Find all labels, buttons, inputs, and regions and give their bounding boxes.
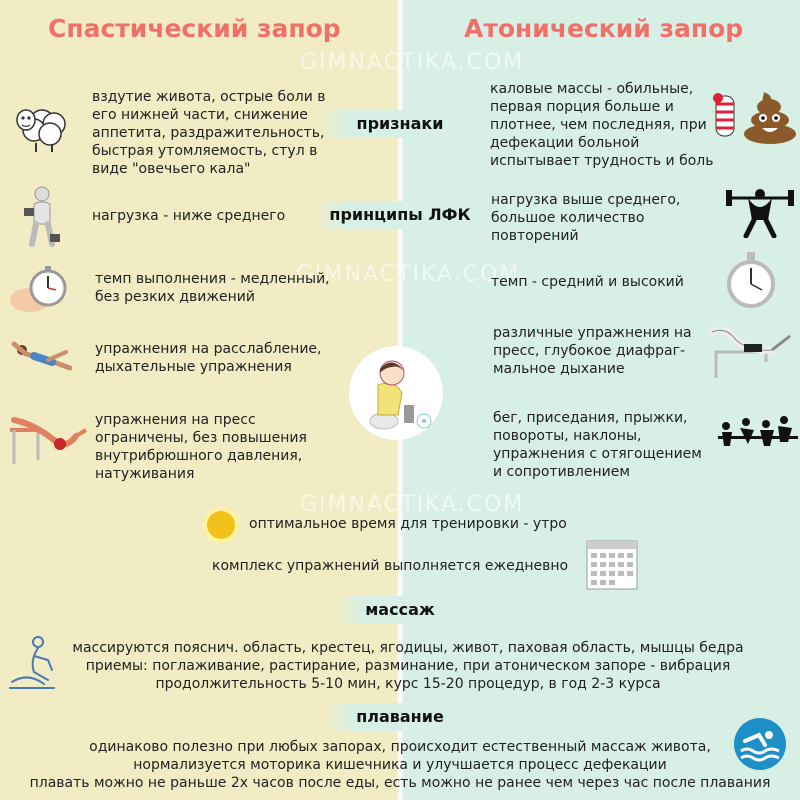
watermark: GIMNACTIKA.COM [300,492,525,517]
sheep-icon [16,109,66,152]
stopwatch-icon [727,252,775,308]
left-relax-text: упражнения на расслабление,дыхательные у… [95,341,322,375]
calendar-icon [586,540,638,590]
watermark: GIMNACTIKA.COM [296,262,521,287]
right-run-text: бег, приседания, прыжки,повороты, наклон… [493,410,702,480]
right-load-text: нагрузка выше среднего,большое количеств… [491,192,681,244]
section-lfk: принципы ЛФК [312,201,488,229]
abs-bench-icon [708,326,791,378]
daily-text: комплекс упражнений выполняется ежедневн… [212,558,569,574]
right-signs-text: каловые массы - обильные,первая порция б… [490,81,714,169]
poop-icon [713,92,796,144]
sport-silhouettes-icon [718,416,798,446]
press-exercise-icon [10,417,88,464]
stretching-figure-icon [11,341,73,371]
swimmer-icon [734,718,786,770]
left-tempo-text: темп выполнения - медленный,без резких д… [95,271,330,305]
title-atonic: Атонический запор [464,14,744,43]
girl-toilet-icon [349,346,443,440]
section-swimming: плавание [324,703,476,731]
sun-icon [203,507,239,543]
weightlifter-icon [726,189,794,238]
massage-text: массируются пояснич. область, крестец, я… [72,640,744,692]
stopwatch-icon [10,266,67,312]
section-signs: признаки [318,110,482,138]
dumbbell-figure-icon [24,186,60,247]
swimming-text: одинаково полезно при любых запорах, про… [29,739,771,791]
left-load-text: нагрузка - ниже среднего [92,208,286,224]
section-massage: массаж [336,596,464,624]
right-tempo-text: темп - средний и высокий [491,274,684,290]
training-time-text: оптимальное время для тренировки - утро [249,516,567,532]
massage-icon [9,636,55,689]
watermark: GIMNACTIKA.COM [300,50,525,75]
title-spastic: Спастический запор [48,14,341,43]
